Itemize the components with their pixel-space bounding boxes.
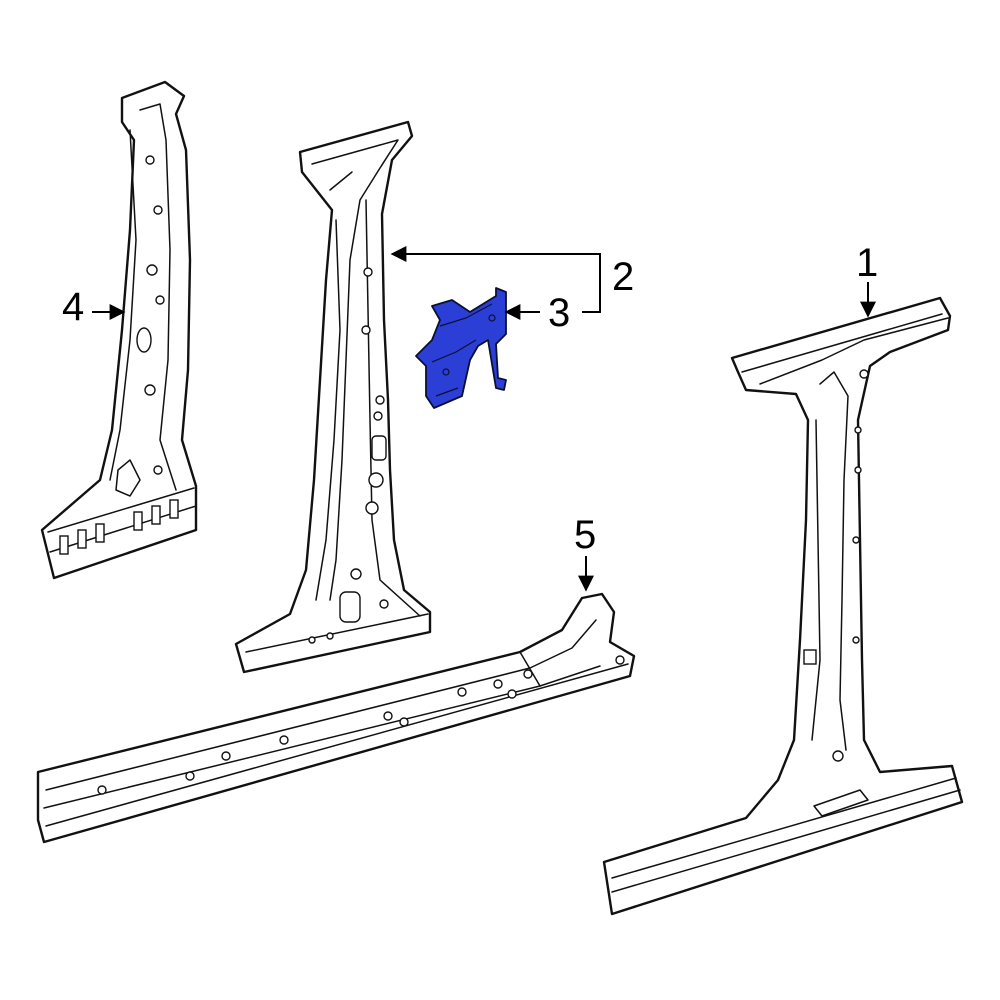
callout-label-1: 1 (856, 241, 878, 285)
callout-label-4: 4 (62, 285, 84, 329)
part-2-outer-pillar[interactable] (234, 120, 432, 674)
callout-2: 2 (390, 246, 634, 313)
callout-label-3: 3 (548, 291, 570, 335)
callout-4: 4 (62, 285, 126, 329)
leader-bracket-2 (582, 276, 601, 313)
part-5-rocker-panel[interactable] (36, 592, 636, 844)
callout-1: 1 (856, 241, 878, 318)
part-4-inner-pillar[interactable] (40, 80, 198, 580)
callout-label-2: 2 (612, 255, 634, 299)
part-3-bracket-highlighted[interactable] (415, 287, 507, 409)
leader-arrow-2 (390, 246, 601, 276)
callout-3: 3 (504, 291, 570, 335)
part-1-complete-pillar[interactable] (602, 296, 964, 916)
callout-label-5: 5 (574, 513, 596, 557)
callout-5: 5 (574, 513, 596, 592)
